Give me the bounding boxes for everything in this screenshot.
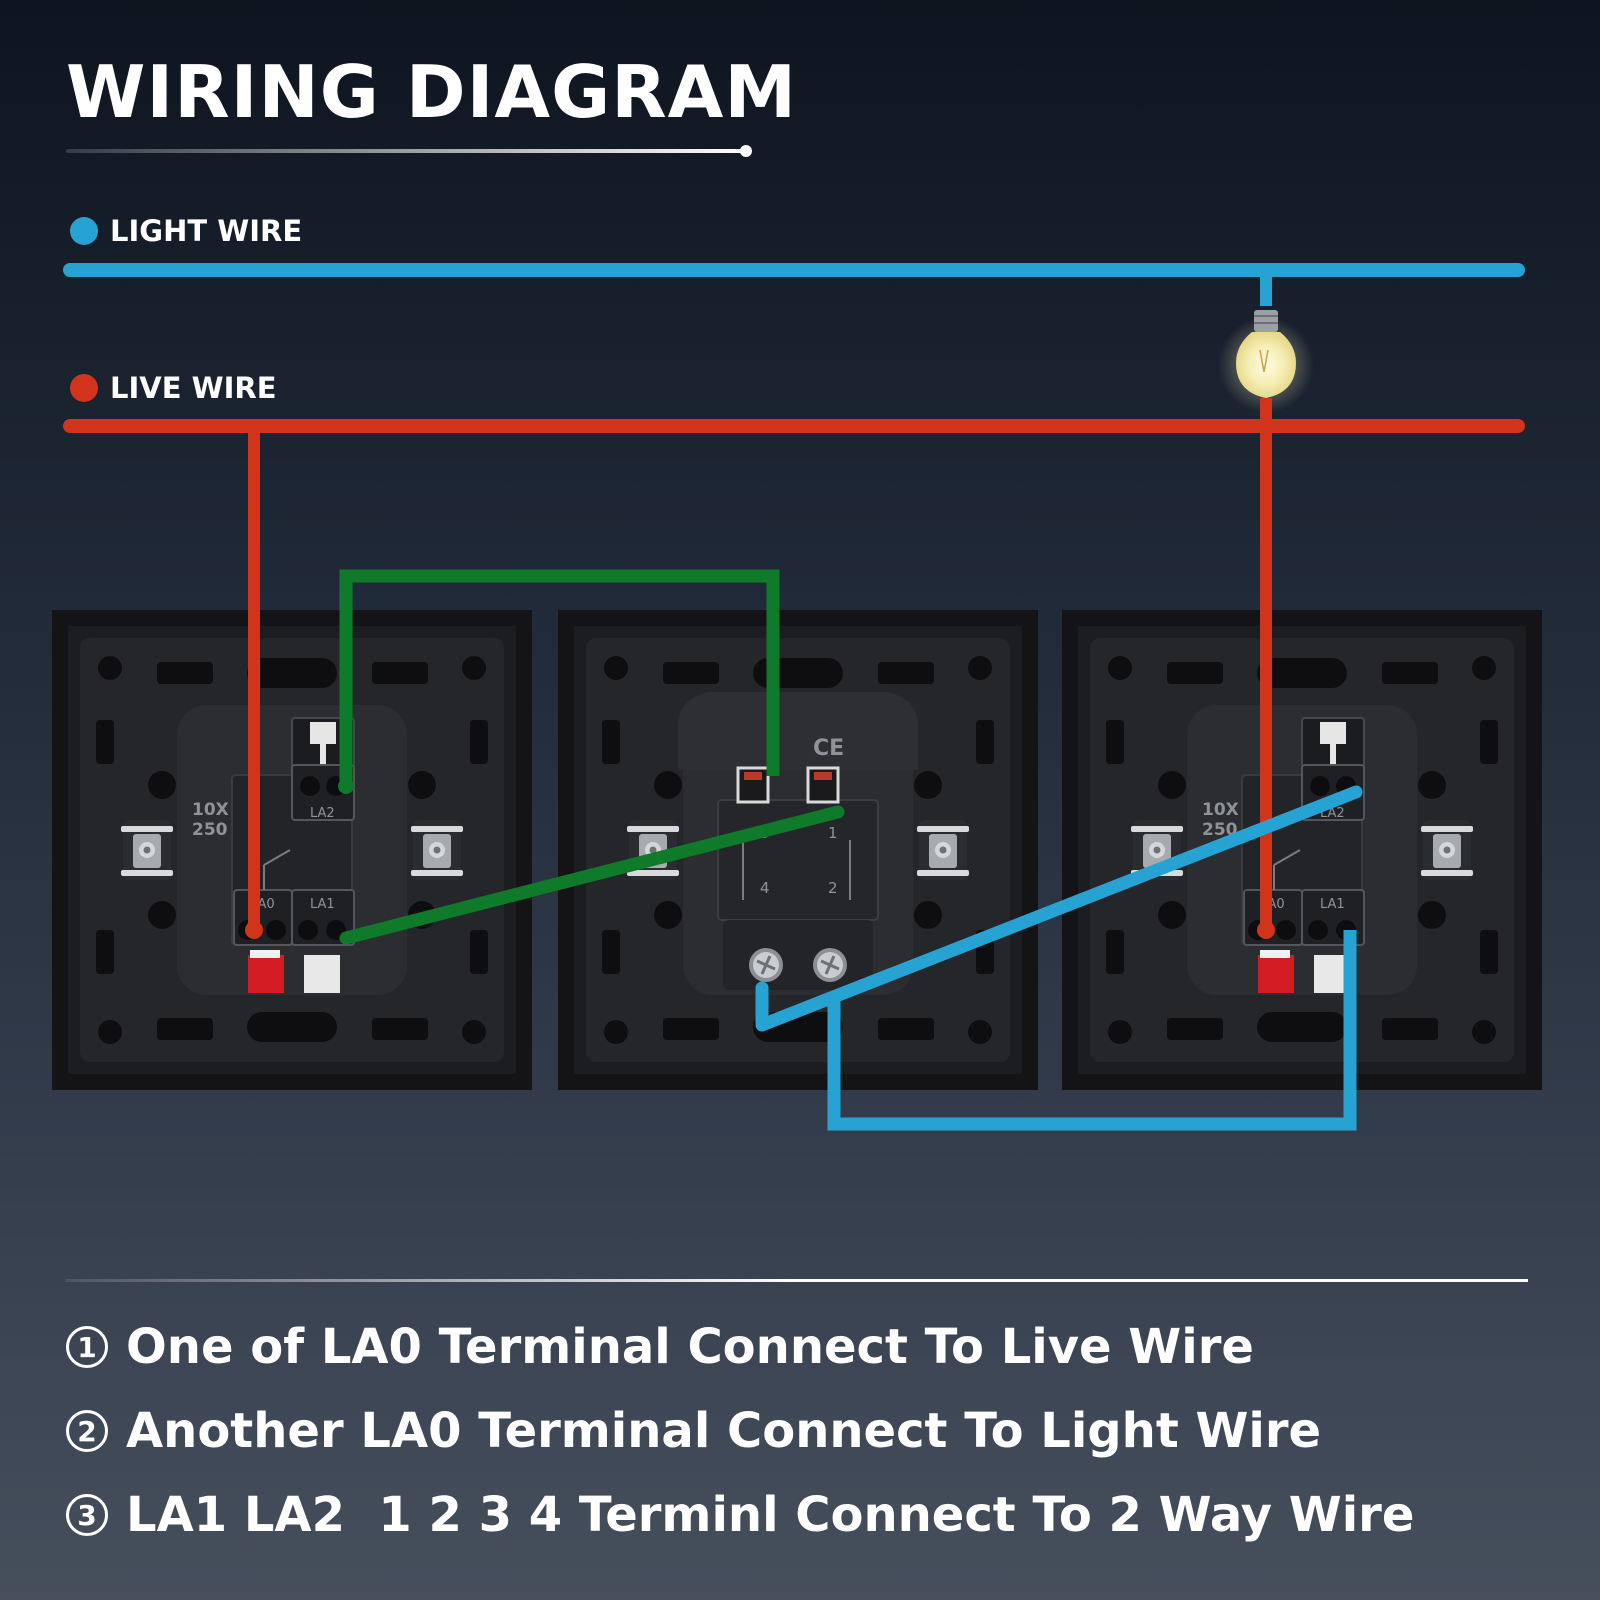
legend-light-wire: LIGHT WIRE — [70, 214, 302, 248]
middle-ce-mark: CE — [813, 736, 844, 761]
right-rating-a: 10X — [1202, 800, 1239, 820]
light-wire-dot-icon — [70, 217, 98, 245]
legend-light-wire-label: LIGHT WIRE — [110, 214, 303, 248]
wiring-diagram: 10X 250 LA2 LA0 LA1 CE 3 1 4 2 — [0, 263, 1600, 1131]
middle-terminal-4: 4 — [760, 879, 770, 897]
instruction-item: 2 Another LA0 Terminal Connect To Light … — [66, 1389, 1414, 1473]
instruction-marker: 3 — [66, 1494, 108, 1536]
legend-live-wire: LIVE WIRE — [70, 371, 277, 405]
left-rating-b: 250 — [192, 820, 228, 840]
right-two-way-switch: 10X 250 LA2 LA0 LA1 — [1062, 610, 1542, 1090]
instruction-text: Another LA0 Terminal Connect To Light Wi… — [126, 1403, 1322, 1459]
instruction-item: 3 LA1 LA2 1 2 3 4 Terminl Connect To 2 W… — [66, 1473, 1414, 1557]
left-rating-a: 10X — [192, 800, 229, 820]
left-red-release-tab — [248, 955, 284, 993]
two-way-wire-la2-to-3 — [339, 569, 780, 786]
two-way-wire-la1-to-1 — [339, 805, 845, 945]
two-way-wire-2-to-la1 — [827, 930, 1357, 1131]
two-way-wire-4-to-la2 — [755, 785, 1363, 1032]
page-title: WIRING DIAGRAM — [66, 50, 798, 134]
left-white-release-tab — [304, 955, 340, 993]
instruction-item: 1 One of LA0 Terminal Connect To Live Wi… — [66, 1305, 1414, 1389]
instruction-marker: 1 — [66, 1326, 108, 1368]
instruction-text: One of LA0 Terminal Connect To Live Wire — [126, 1319, 1254, 1375]
left-la2-label: LA2 — [310, 806, 335, 821]
right-red-release-tab — [1258, 955, 1294, 993]
left-two-way-switch: 10X 250 LA2 LA0 LA1 — [52, 610, 532, 1090]
left-la1-label: LA1 — [310, 897, 335, 912]
middle-terminal-2: 2 — [828, 879, 838, 897]
middle-terminal-1: 1 — [828, 824, 838, 842]
middle-intermediate-switch: CE 3 1 4 2 — [558, 610, 1038, 1090]
instruction-list: 1 One of LA0 Terminal Connect To Live Wi… — [66, 1305, 1414, 1557]
title-underline — [66, 149, 746, 153]
divider-line — [66, 1279, 1528, 1282]
light-bulb-icon — [1218, 276, 1314, 413]
title-underline-dot — [740, 145, 752, 157]
instruction-text: LA1 LA2 1 2 3 4 Terminl Connect To 2 Way… — [126, 1487, 1415, 1543]
right-la1-label: LA1 — [1320, 897, 1345, 912]
live-wire-dot-icon — [70, 374, 98, 402]
legend-live-wire-label: LIVE WIRE — [110, 371, 277, 405]
instruction-marker: 2 — [66, 1410, 108, 1452]
